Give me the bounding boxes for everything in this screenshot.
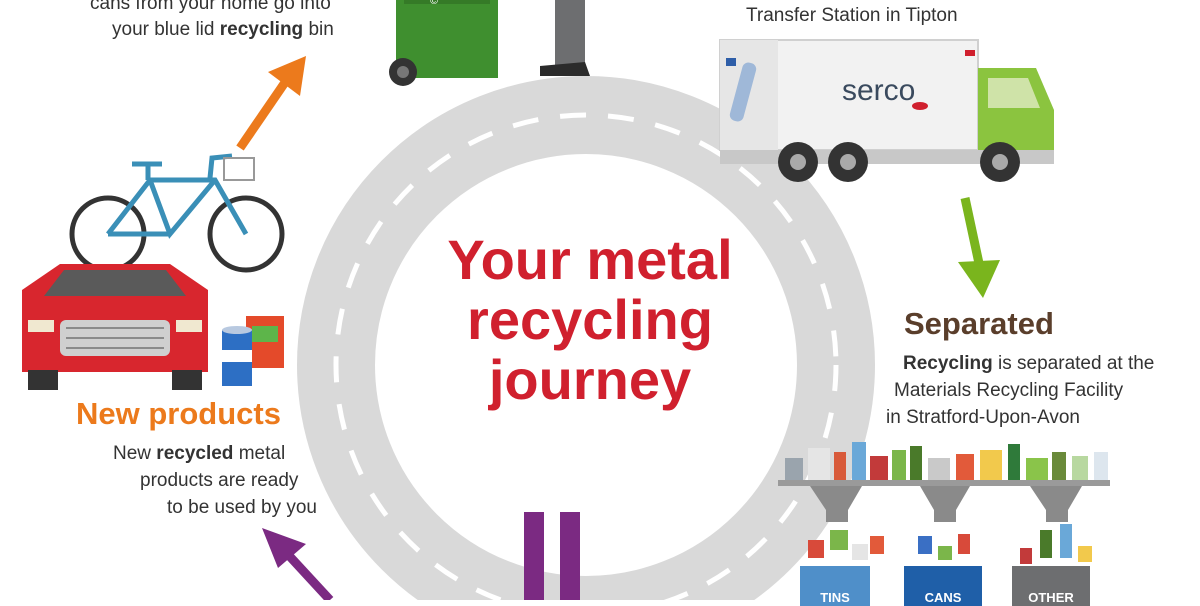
new-products-heading: New products (76, 396, 281, 431)
transfer-text-line1: Transfer Station in Tipton (746, 5, 958, 26)
sorting-facility (778, 442, 1110, 564)
separated-text-line3: in Stratford-Upon-Avon (886, 407, 1080, 428)
green-arrow-down (958, 197, 1000, 298)
collected-text-line1: cans from your home go into (90, 0, 331, 14)
road-ring (297, 76, 875, 600)
bin-tins-label: TINS (820, 590, 850, 605)
person-legs (540, 0, 590, 76)
page-title-line3: journey (488, 348, 692, 411)
new-products-text-line3: to be used by you (167, 497, 317, 518)
bin-other: OTHER (1012, 566, 1090, 606)
bicycle (69, 153, 285, 273)
bin-cans: CANS (904, 566, 982, 606)
svg-text:©: © (430, 0, 438, 7)
separated-heading: Separated (904, 306, 1054, 341)
bin-tins: TINS (800, 566, 870, 606)
collected-text-line2: your blue lid recycling bin (112, 19, 334, 40)
separated-text-line2: Materials Recycling Facility (894, 380, 1124, 401)
new-products-text-line2: products are ready (140, 470, 299, 491)
purple-bars (524, 512, 580, 600)
new-products-text-line1: New recycled metal (113, 443, 286, 464)
green-wheelie-bin: © (389, 0, 498, 86)
serco-truck: serco (719, 39, 1054, 182)
red-car (22, 264, 208, 390)
bin-cans-label: CANS (924, 590, 962, 605)
bin-other-label: OTHER (1028, 590, 1074, 605)
page-title-line2: recycling (467, 288, 713, 351)
page-title-line1: Your metal (447, 228, 733, 291)
orange-arrow-up (236, 56, 306, 151)
recycled-cans (222, 316, 284, 386)
serco-logo: serco (842, 74, 915, 107)
separated-text-line1: Recycling is separated at the (903, 353, 1155, 374)
purple-arrow (262, 528, 334, 600)
